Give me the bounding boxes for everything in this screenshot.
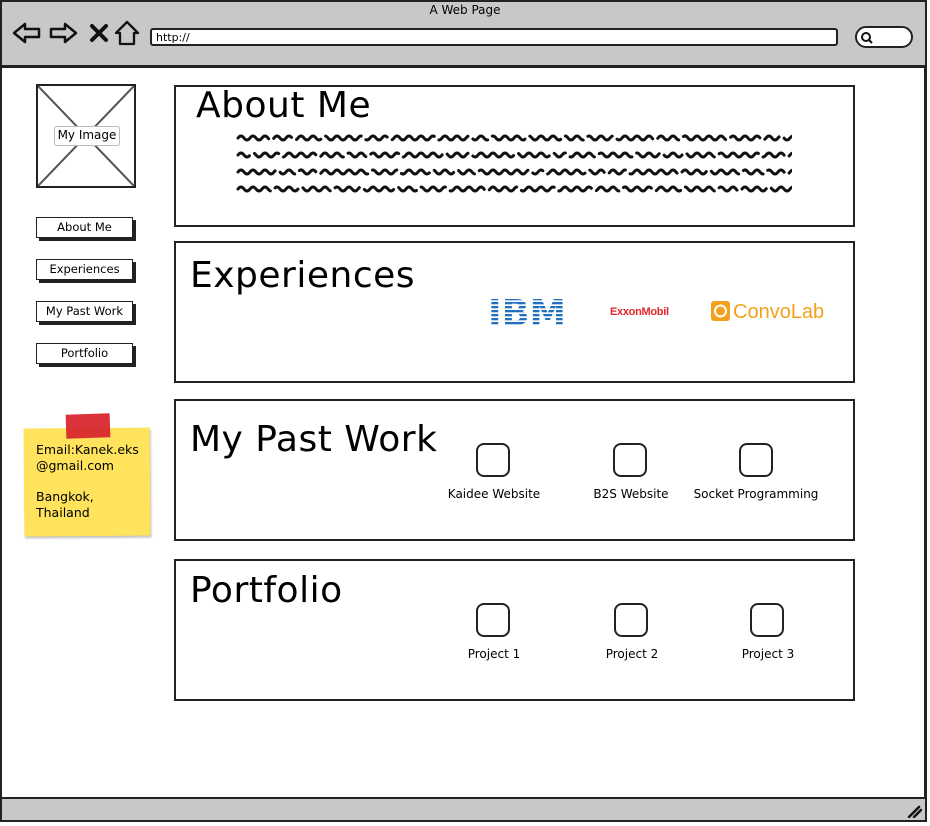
- forward-arrow-icon[interactable]: [48, 18, 78, 48]
- project-2-icon[interactable]: [614, 603, 648, 637]
- convolab-chat-icon: [711, 301, 730, 321]
- nav-experiences-button[interactable]: Experiences: [36, 259, 133, 280]
- project-1-icon[interactable]: [476, 603, 510, 637]
- project-2-label[interactable]: Project 2: [605, 647, 659, 661]
- ibm-logo-text: IBM: [488, 294, 566, 328]
- kaidee-website-icon[interactable]: [476, 443, 510, 477]
- page-scroll-edge: [924, 68, 927, 800]
- search-field[interactable]: [855, 26, 913, 48]
- home-icon[interactable]: [112, 18, 142, 48]
- portfolio-section: [174, 559, 855, 701]
- window-title: A Web Page: [429, 3, 501, 17]
- contact-location-line1: Bangkok,: [36, 489, 94, 504]
- experiences-section: [174, 241, 855, 383]
- ibm-logo: IBM: [488, 293, 572, 334]
- resize-grip-icon[interactable]: [906, 804, 922, 818]
- portfolio-title: Portfolio: [190, 570, 343, 611]
- contact-info: Email:Kanek.eks @gmail.com Bangkok, Thai…: [36, 442, 148, 521]
- about-me-title: About Me: [196, 85, 372, 126]
- project-1-label[interactable]: Project 1: [467, 647, 521, 661]
- nav-my-past-work-button[interactable]: My Past Work: [36, 301, 133, 322]
- close-stop-icon[interactable]: [84, 18, 114, 48]
- socket-programming-label[interactable]: Socket Programming: [693, 487, 819, 501]
- kaidee-website-label[interactable]: Kaidee Website: [447, 487, 541, 501]
- contact-email-line1: Email:Kanek.eks: [36, 442, 139, 457]
- exxonmobil-logo: ExxonMobil: [610, 306, 669, 318]
- nav-portfolio-button[interactable]: Portfolio: [36, 343, 133, 364]
- back-arrow-icon[interactable]: [12, 18, 42, 48]
- status-bar: [0, 797, 927, 822]
- project-3-icon[interactable]: [750, 603, 784, 637]
- b2s-website-icon[interactable]: [613, 443, 647, 477]
- project-3-label[interactable]: Project 3: [741, 647, 795, 661]
- socket-programming-icon[interactable]: [739, 443, 773, 477]
- convolab-logo-text: ConvoLab: [733, 301, 825, 323]
- page-border-left: [0, 68, 2, 800]
- search-icon: [861, 32, 873, 44]
- image-placeholder-label: My Image: [54, 126, 120, 146]
- nav-about-me-button[interactable]: About Me: [36, 217, 133, 238]
- experiences-title: Experiences: [190, 255, 416, 296]
- url-input[interactable]: http://: [150, 28, 838, 46]
- contact-email-line2: @gmail.com: [36, 458, 114, 473]
- contact-location-line2: Thailand: [36, 505, 90, 520]
- b2s-website-label[interactable]: B2S Website: [593, 487, 669, 501]
- about-me-placeholder-text: [236, 130, 840, 198]
- past-work-title: My Past Work: [190, 419, 438, 460]
- sticky-tape: [65, 413, 111, 439]
